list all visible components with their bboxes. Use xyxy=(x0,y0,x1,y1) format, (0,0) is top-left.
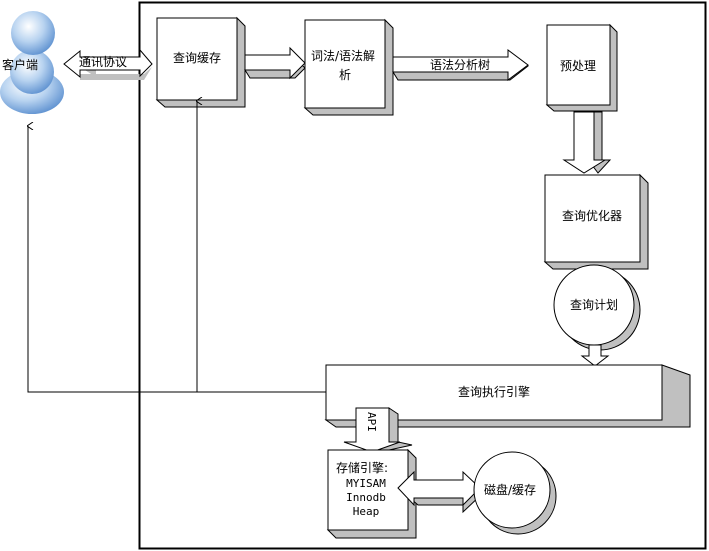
storage-engine-myisam: MYISAM xyxy=(346,477,386,490)
storage-disk-double-arrow xyxy=(397,470,483,514)
client-user-icon xyxy=(0,11,64,114)
parse-tree-label: 语法分析树 xyxy=(430,57,490,72)
storage-engine-title: 存储引擎: xyxy=(336,460,388,475)
parser-label-line2: 析 xyxy=(339,68,351,82)
arrow-cache-to-parser xyxy=(244,46,306,80)
query-plan-circle xyxy=(553,264,641,351)
parser-label-line1: 词法/语法解 xyxy=(311,49,375,63)
storage-engine-heap: Heap xyxy=(353,505,380,518)
preprocessor-box xyxy=(545,23,618,112)
parser-box xyxy=(303,18,394,116)
preprocessor-label: 预处理 xyxy=(560,59,596,73)
protocol-label: 通讯协议 xyxy=(79,54,127,69)
optimizer-label: 查询优化器 xyxy=(562,209,622,223)
storage-engine-box xyxy=(326,448,417,539)
storage-engine-innodb: Innodb xyxy=(346,491,386,504)
result-to-client-line xyxy=(28,126,326,393)
arrow-preprocessor-to-optimizer xyxy=(562,111,612,174)
arrow-plan-to-engine xyxy=(580,344,610,367)
api-arrow xyxy=(343,407,413,453)
parse-tree-arrow xyxy=(392,49,529,81)
client-label: 客户端 xyxy=(2,57,38,72)
server-frame xyxy=(138,1,707,550)
query-cache-label: 查询缓存 xyxy=(173,51,221,65)
protocol-double-arrow xyxy=(63,48,153,80)
optimizer-box xyxy=(543,173,649,270)
api-label: API xyxy=(365,412,378,432)
disk-cache-circle xyxy=(473,451,557,535)
disk-cache-label: 磁盘/缓存 xyxy=(484,482,536,497)
execution-engine-label: 查询执行引擎 xyxy=(458,384,530,399)
query-plan-label: 查询计划 xyxy=(570,298,618,312)
query-cache-box xyxy=(155,16,246,108)
